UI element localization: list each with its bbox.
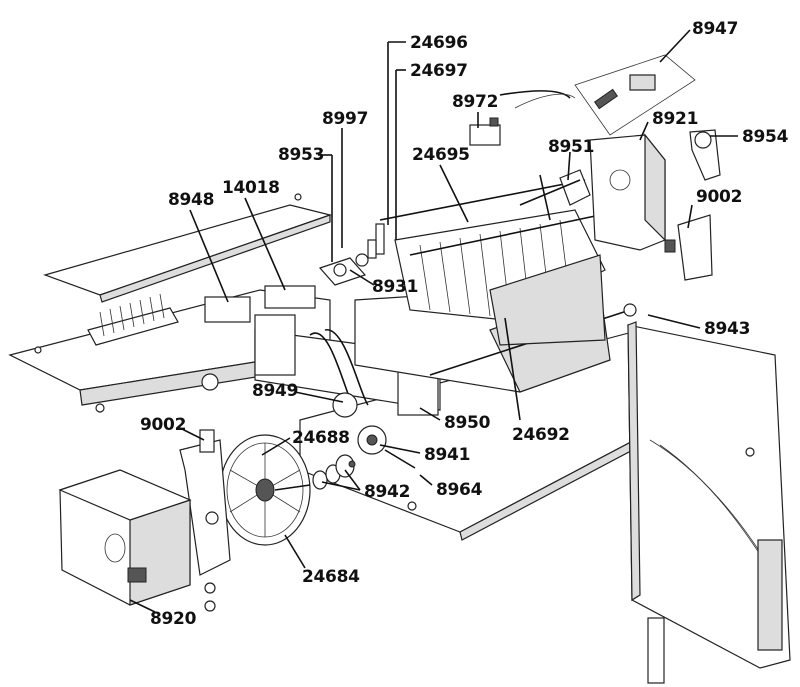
water-curtain xyxy=(489,254,606,346)
rod-24697 xyxy=(367,239,377,259)
label-8921: 8921 xyxy=(652,109,698,129)
label-8964: 8964 xyxy=(436,480,483,500)
label-8948: 8948 xyxy=(168,190,214,210)
tray-cover xyxy=(43,204,333,296)
label-8941: 8941 xyxy=(424,445,470,465)
microswitch-8947 xyxy=(629,74,656,91)
label-8947: 8947 xyxy=(692,19,738,39)
label-8950: 8950 xyxy=(444,413,491,433)
label-24692: 24692 xyxy=(512,425,570,445)
label-9002-right: 9002 xyxy=(696,187,742,207)
label-8953: 8953 xyxy=(278,145,324,165)
label-8920: 8920 xyxy=(150,609,197,629)
label-8951: 8951 xyxy=(548,137,594,157)
microswitch-callout-box xyxy=(574,54,696,136)
switch-bracket-9002 xyxy=(677,214,713,281)
label-24695: 24695 xyxy=(412,145,470,165)
leader-lines xyxy=(129,29,738,613)
leg-post xyxy=(647,617,665,684)
cabinet-panel-edge xyxy=(627,321,641,602)
rod-24696 xyxy=(375,223,385,255)
label-24688: 24688 xyxy=(292,428,350,448)
cabinet-trim xyxy=(757,539,783,651)
label-8931: 8931 xyxy=(372,277,418,297)
label-8997: 8997 xyxy=(322,109,368,129)
label-14018: 14018 xyxy=(222,178,280,198)
pivot-8972 xyxy=(469,124,501,146)
frame-bracket-left xyxy=(254,314,296,376)
relay-14018 xyxy=(264,285,316,309)
label-8949: 8949 xyxy=(252,381,298,401)
label-24697: 24697 xyxy=(410,61,468,81)
label-24684: 24684 xyxy=(302,567,360,587)
switch-9002-left xyxy=(199,429,215,453)
label-24696: 24696 xyxy=(410,33,468,53)
grommet xyxy=(201,373,219,391)
arm-8951 xyxy=(559,169,591,206)
pulley-8949 xyxy=(332,392,358,418)
label-8942: 8942 xyxy=(364,482,410,502)
label-8943: 8943 xyxy=(704,319,750,339)
label-8972: 8972 xyxy=(452,92,498,112)
washer-8942-a xyxy=(312,470,328,490)
label-8954: 8954 xyxy=(742,127,789,147)
label-9002-left: 9002 xyxy=(140,415,186,435)
tray-cover-edge xyxy=(99,214,331,303)
